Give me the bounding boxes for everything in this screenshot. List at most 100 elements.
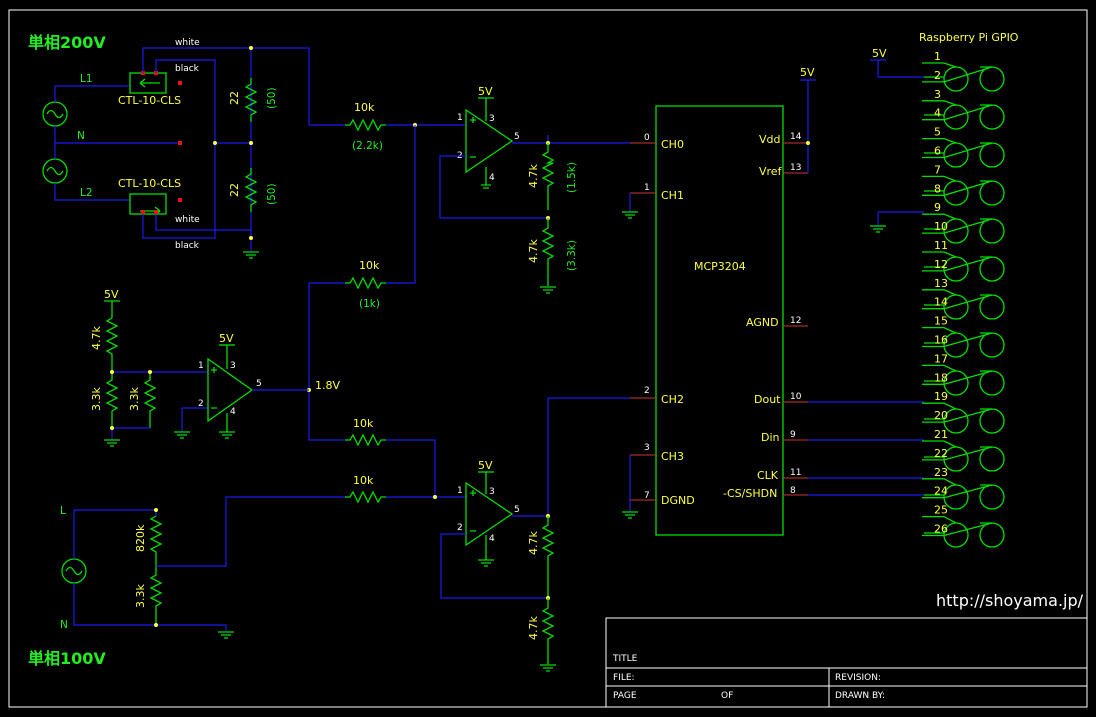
gpio-pin-wire (922, 294, 993, 310)
gpio-pin-wire (922, 62, 957, 68)
r10k4-label: 10k (353, 474, 374, 487)
ct1-label: CTL-10-CLS (118, 94, 181, 107)
adc-pin-din: Din (761, 431, 780, 444)
gpio-pin-number: 15 (934, 315, 948, 328)
adc-pin-dout: Dout (754, 393, 781, 406)
n-terminal (178, 141, 182, 145)
gpio-pin-pad (979, 104, 1005, 130)
wire-ac (54, 85, 180, 201)
adc-pin-cs: -CS/SHDN (723, 487, 777, 500)
gpio-pin-wire (922, 522, 993, 537)
gpio-header: 1234567891011121314151617181920212223242… (922, 50, 1005, 548)
resistor-bias-3_3k-1 (105, 372, 119, 428)
resistor-4_7k-fb-a (541, 143, 555, 210)
resistor-10k-4 (345, 490, 386, 504)
r3_3k_v-label: 3.3k (134, 584, 147, 608)
opamp-1 (465, 105, 514, 185)
gpio-pin-pad (979, 370, 1005, 396)
resistor-4_7k-fb-c (541, 516, 555, 598)
tb-drawn-by: DRAWN BY: (835, 691, 885, 701)
u3-pin1: 1 (457, 486, 463, 496)
gpio-pin-wire (922, 446, 993, 461)
adc-pin-ch1: CH1 (661, 189, 684, 202)
adc-pin-vref: Vref (759, 165, 783, 178)
ground-ct (243, 251, 259, 259)
gpio-pin-wire (922, 66, 993, 83)
adc-pin-ch2: CH2 (661, 393, 684, 406)
gpio-pin-number: 20 (934, 409, 948, 422)
gpio-pin-pad (979, 142, 1005, 168)
current-transformer-1 (129, 71, 182, 94)
u1-vcc: 5V (478, 85, 493, 98)
gpio-pin-number: 10 (934, 220, 948, 233)
gpio-pin-wire (922, 251, 957, 258)
sheet-border (8, 9, 1088, 708)
opamp-3 (465, 472, 514, 560)
gpio-pin-wire (922, 364, 957, 372)
gpio-pin-number: 12 (934, 258, 948, 271)
gpio-pin-wire (922, 137, 957, 144)
ac-source-l2 (42, 158, 68, 184)
gpio-pin-number: 24 (934, 485, 948, 498)
gpio-pin-number: 3 (934, 88, 941, 101)
gpio-pin-wire (922, 515, 957, 524)
gpio-pin-wire (922, 402, 957, 410)
gpio-pin-number: 8 (934, 182, 941, 195)
r22a-label: 22 (228, 91, 241, 105)
u2-pin5: 5 (256, 379, 262, 389)
tb-file: FILE: (613, 673, 635, 683)
r10k1-label: 10k (354, 101, 375, 114)
gpio-pin-number: 1 (934, 50, 941, 63)
title-100v: 単相100V (28, 649, 106, 668)
gpio-pin-number: 22 (934, 447, 948, 460)
gpio-pin-wire (922, 440, 957, 448)
gpio-pin-wire (922, 104, 993, 121)
label-l2: L2 (80, 187, 93, 199)
r3_3k_a-label: (3.3k) (566, 240, 578, 271)
adc-pin-num-2: 2 (644, 386, 650, 396)
bias-vout: 1.8V (315, 379, 340, 392)
adc-pin-num-10: 10 (790, 392, 802, 402)
gpio-pin-number: 11 (934, 239, 948, 252)
gpio-pin-number: 9 (934, 201, 941, 214)
rb4_7k-label: 4.7k (90, 326, 103, 350)
gpio-pin-wire (922, 332, 993, 348)
gpio-pin-pad (979, 332, 1005, 358)
adc-pin-num-3: 3 (644, 443, 650, 453)
u3-pin5: 5 (514, 505, 520, 515)
u3-pin4: 4 (489, 534, 495, 544)
resistor-4_7k-fb-b (541, 218, 555, 286)
u3-pin3: 3 (489, 487, 495, 497)
r10k3-label: 10k (353, 417, 374, 430)
gpio-pin-wire (922, 370, 993, 385)
u2-pin1: 1 (198, 361, 204, 371)
r10k2-label: 10k (359, 259, 380, 272)
adc-pin-num-8: 8 (790, 486, 796, 496)
gpio-pin-number: 23 (934, 466, 948, 479)
adc-pin-num-11: 11 (790, 468, 801, 478)
u2-pin3: 3 (230, 361, 236, 371)
label-n2: N (60, 619, 68, 631)
r1k-label: (1k) (359, 298, 380, 310)
resistor-3_3k-v (149, 565, 163, 625)
gpio-pin-pad (979, 180, 1005, 206)
adc-pin-vdd: Vdd (759, 133, 781, 146)
gpio-pin-number: 4 (934, 107, 941, 120)
gpio-pin-wire (922, 100, 957, 106)
gpio-pin-pad (979, 294, 1005, 320)
ac-source-100v (61, 558, 87, 584)
adc-pin-num-14: 14 (790, 132, 802, 142)
gpio-pin-pad (943, 66, 969, 92)
opamp-bias (207, 345, 254, 432)
adc-pin-dgnd: DGND (661, 494, 695, 507)
adc-pin-num-9: 9 (790, 430, 796, 440)
label-l: L (60, 505, 66, 517)
adc-pin-ch0: CH0 (661, 138, 684, 151)
u1-pin4: 4 (489, 173, 495, 183)
gpio-pin-number: 5 (934, 126, 941, 139)
r1_5k-label: (1.5k) (566, 162, 578, 193)
gpio-pin-number: 21 (934, 428, 948, 441)
resistor-bias-3_3k-2 (143, 372, 157, 428)
adc-name: MCP3204 (694, 260, 746, 273)
current-transformer-2 (129, 193, 182, 216)
